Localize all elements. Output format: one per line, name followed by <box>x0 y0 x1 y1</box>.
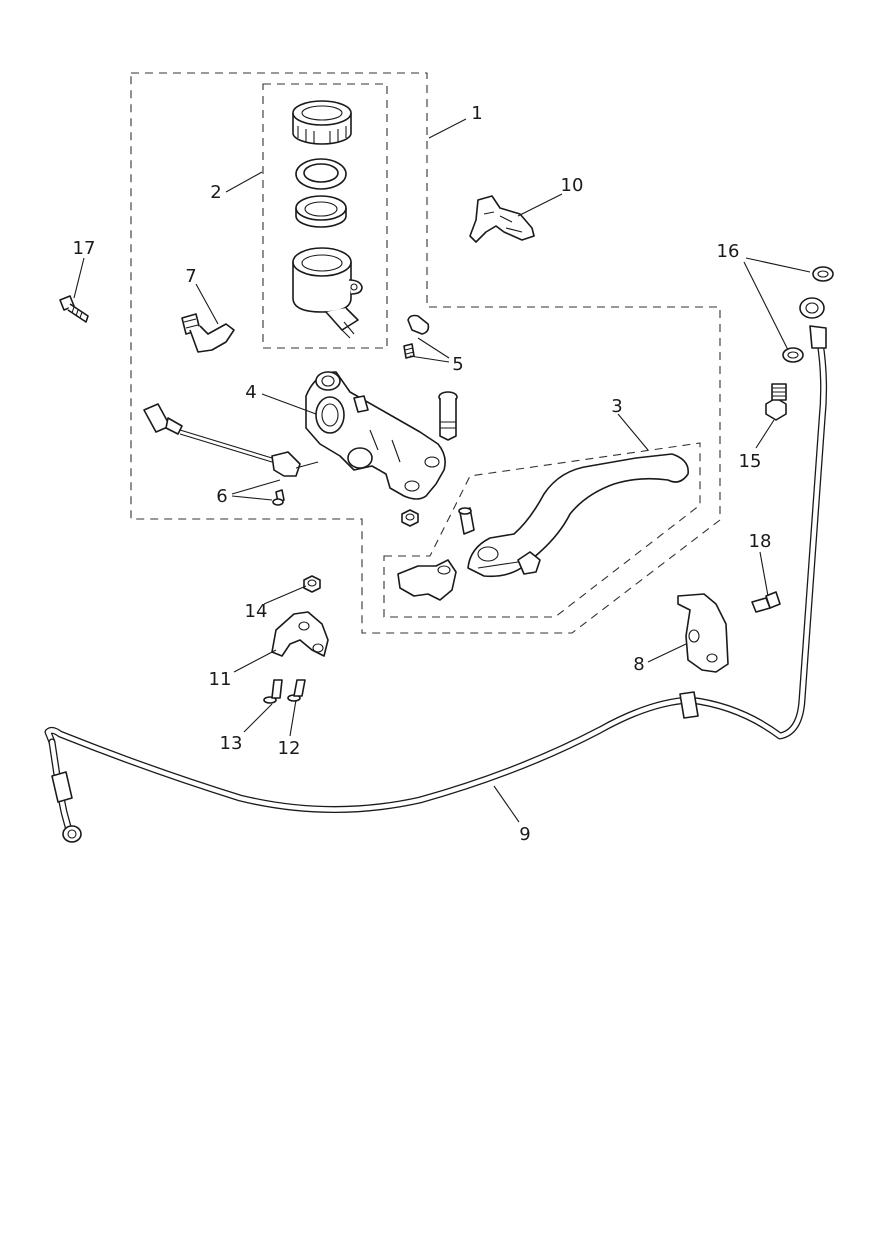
part-label-3: 3 <box>611 396 622 417</box>
sealing-washer-lower <box>782 347 804 363</box>
nut-14 <box>303 575 321 593</box>
connector-bracket <box>469 195 535 243</box>
banjo-bolt <box>765 383 787 421</box>
part-label-4: 4 <box>245 382 256 403</box>
part-label-6: 6 <box>216 486 227 507</box>
part-label-2: 2 <box>210 182 221 203</box>
part-label-5: 5 <box>452 354 463 375</box>
reservoir-cap <box>292 100 352 145</box>
screw-13 <box>263 679 283 704</box>
part-label-16: 16 <box>717 241 740 262</box>
nut <box>401 509 419 527</box>
reservoir-seal-ring <box>295 158 347 190</box>
brake-hose <box>44 297 828 843</box>
part-label-9: 9 <box>519 824 530 845</box>
lever-pin <box>458 507 475 535</box>
switch-wire-harness <box>143 403 319 506</box>
part-label-18: 18 <box>749 531 772 552</box>
hose-clamp-bracket <box>677 593 729 673</box>
mounting-bracket-11 <box>271 611 329 657</box>
sealing-washer-upper <box>812 266 834 282</box>
bolt-17 <box>59 295 89 323</box>
leader-lines <box>73 118 811 823</box>
screw-12 <box>287 679 306 702</box>
part-label-8: 8 <box>633 654 644 675</box>
part-labels: 1 2 3 4 5 6 7 8 9 10 11 12 13 14 15 16 1… <box>73 103 772 845</box>
part-label-14: 14 <box>245 601 268 622</box>
pivot-bolt <box>438 391 458 441</box>
part-label-15: 15 <box>739 451 762 472</box>
bolt-18 <box>751 591 781 613</box>
reservoir-diaphragm <box>295 195 347 228</box>
brake-lever <box>467 453 689 578</box>
master-cylinder-body <box>305 371 446 500</box>
part-label-1: 1 <box>471 103 482 124</box>
pressure-switch <box>181 313 235 353</box>
group-outline-lever-3 <box>383 442 701 618</box>
part-label-7: 7 <box>185 266 196 287</box>
lever-adjuster <box>397 559 457 601</box>
part-label-13: 13 <box>220 733 243 754</box>
part-label-11: 11 <box>209 669 232 690</box>
reservoir-body <box>292 247 363 339</box>
group-outline-reservoir-2 <box>262 83 388 349</box>
part-label-12: 12 <box>278 738 301 759</box>
bleed-nipple <box>403 314 430 359</box>
part-label-10: 10 <box>561 175 584 196</box>
part-label-17: 17 <box>73 238 96 259</box>
group-outline-assembly-1 <box>130 72 721 634</box>
